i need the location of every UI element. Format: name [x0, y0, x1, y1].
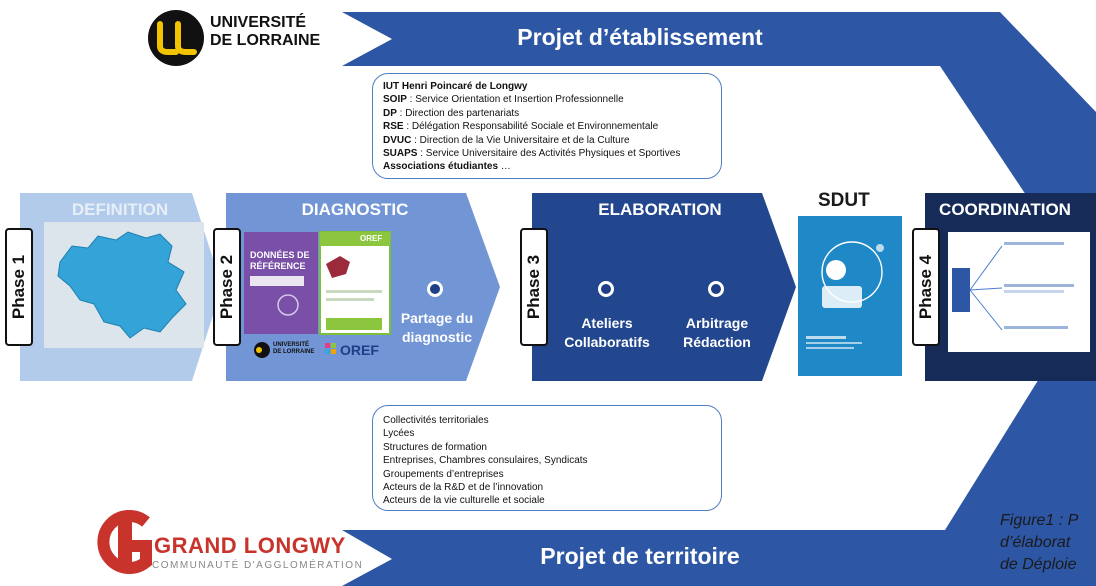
caption-line-2: d’élaborat: [1000, 534, 1071, 551]
definition-title: DEFINITION: [71, 200, 169, 219]
bottom-banner-shape: [342, 345, 1096, 586]
coordination-title: COORDINATION: [939, 200, 1071, 219]
phase-2-tab: Phase 2: [213, 228, 241, 346]
ul-small-logo-text: UNIVERSITÉ DE LORRAINE: [273, 342, 315, 355]
top-banner-label: Projet d’établissement: [517, 24, 763, 50]
territory-actor-item: Collectivités territoriales: [383, 415, 489, 426]
territory-actor-item: Acteurs de la vie culturelle et sociale: [383, 495, 545, 507]
gl-logo-subtitle: COMMUNAUTÉ D'AGGLOMÉRATION: [152, 560, 364, 571]
ul-logo-line-1: UNIVERSITÉ: [210, 14, 307, 31]
university-actor-acronym: SOIP: [383, 94, 407, 106]
university-actor-description: : Délégation Responsabilité Sociale et E…: [403, 121, 659, 133]
university-actor-acronym: IUT Henri Poincaré de Longwy: [383, 81, 528, 92]
phase-3-tab: Phase 3: [520, 228, 548, 346]
map-territory: [57, 231, 187, 339]
university-actor-acronym: DP: [383, 107, 397, 119]
ul-logo-line-2: DE LORRAINE: [210, 32, 321, 49]
ateliers-label: Ateliers Collaboratifs: [564, 315, 650, 350]
university-actor-item: DP : Direction des partenariats: [383, 107, 711, 120]
caption-line-1: Figure1 : P: [1000, 512, 1079, 529]
figure-caption: Figure1 : P d’élaborat de Déploie: [1000, 510, 1078, 576]
university-actor-acronym: RSE: [383, 121, 404, 133]
phase-2-label: Phase 2: [217, 254, 236, 320]
university-actor-item: Associations étudiantes …: [383, 160, 711, 173]
doc-oref-header: OREF: [360, 234, 383, 243]
phase-3-label: Phase 3: [524, 254, 543, 320]
oref-small-logo-text: OREF: [340, 342, 379, 358]
territory-actor-item: Acteurs de la R&D et de l’innovation: [383, 482, 544, 494]
arbitrage-dot: [708, 281, 724, 297]
top-banner-shape: [342, 12, 1096, 246]
university-actor-description: …: [498, 161, 511, 173]
phase-4-label: Phase 4: [916, 254, 935, 320]
university-actor-description: : Direction des partenariats: [396, 107, 520, 119]
university-actor-item: RSE : Délégation Responsabilité Sociale …: [383, 120, 711, 133]
ateliers-dot: [598, 281, 614, 297]
university-actor-item: IUT Henri Poincaré de Longwy: [383, 80, 711, 93]
university-actor-item: DVUC : Direction de la Vie Universitaire…: [383, 134, 711, 147]
territory-actor-item: Structures de formation: [383, 441, 487, 453]
partage-dot: [427, 281, 443, 297]
caption-line-3: de Déploie: [1000, 556, 1077, 573]
elaboration-title: ELABORATION: [598, 200, 722, 219]
territory-actor-item: Groupements d’entreprises: [383, 468, 504, 480]
diagnostic-title: DIAGNOSTIC: [301, 200, 409, 219]
university-actor-acronym: Associations étudiantes: [383, 161, 499, 173]
territory-actor-item: Lycées: [383, 428, 415, 440]
territory-actor-item: Entreprises, Chambres consulaires, Syndi…: [383, 455, 588, 467]
university-actor-description: : Service Universitaire des Activités Ph…: [417, 148, 681, 160]
arbitrage-label: Arbitrage Rédaction: [683, 315, 751, 350]
doc-oref: [319, 231, 391, 335]
phase-1-tab: Phase 1: [5, 228, 33, 346]
university-actor-description: : Service Orientation et Insertion Profe…: [406, 94, 624, 106]
gl-logo-name: GRAND LONGWY: [154, 533, 346, 558]
phase-4-tab: Phase 4: [912, 228, 940, 346]
university-actor-item: SOIP : Service Orientation et Insertion …: [383, 93, 711, 106]
sdut-title: SDUT: [818, 190, 870, 211]
university-actor-acronym: SUAPS: [383, 148, 418, 160]
phase-1-label: Phase 1: [9, 254, 28, 320]
university-actor-description: : Direction de la Vie Universitaire et d…: [411, 134, 630, 146]
ul-logo-text: UNIVERSITÉ DE LORRAINE: [210, 14, 320, 50]
university-actor-acronym: DVUC: [383, 134, 412, 146]
doc-donnees-reference-title: DONNÉES DE RÉFÉRENCE: [250, 250, 310, 271]
partage-label: Partage du diagnostic: [400, 310, 474, 345]
elaboration-arrow-shape: [532, 193, 796, 381]
university-actor-item: SUAPS : Service Universitaire des Activi…: [383, 147, 711, 160]
bottom-banner-label: Projet de territoire: [540, 543, 740, 569]
